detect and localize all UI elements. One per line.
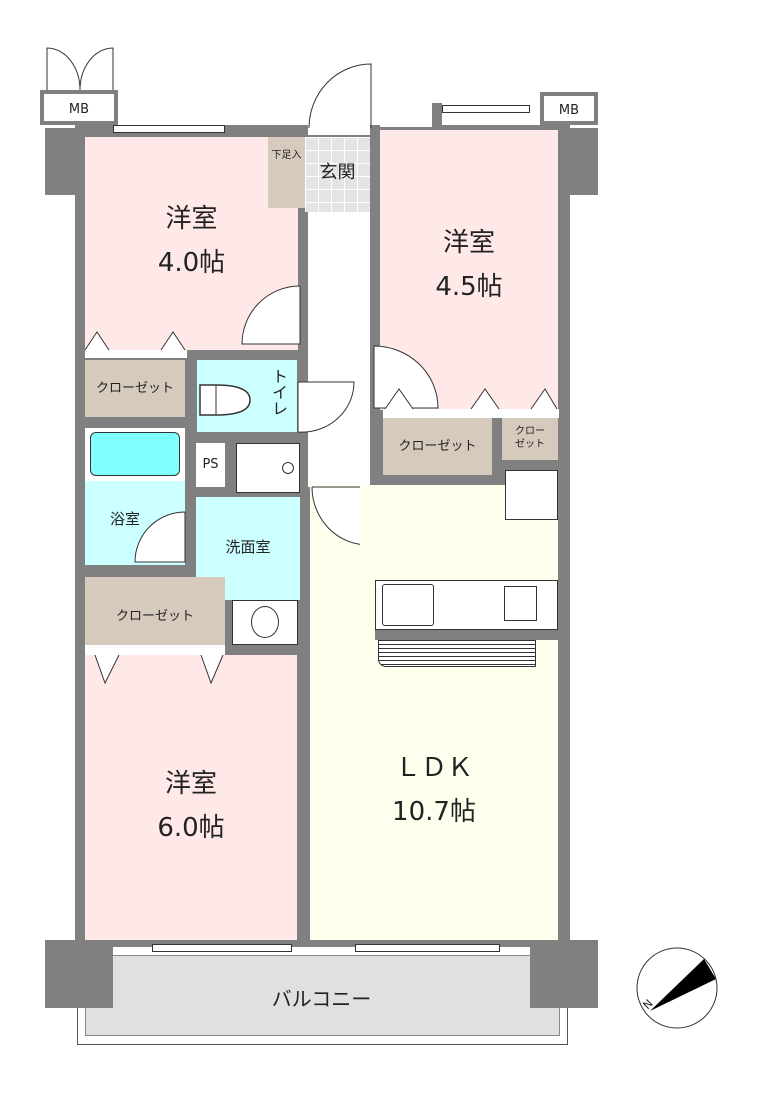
closet-door-icon[interactable] — [85, 645, 225, 690]
shoe-storage: 下足入 — [268, 137, 305, 208]
meter-box-right: MB — [540, 92, 598, 125]
hallway — [308, 212, 370, 487]
pillar — [45, 940, 113, 1008]
room-name: 洋室 — [164, 769, 217, 799]
closet: クローゼット — [85, 577, 225, 645]
closet: クローゼット — [383, 418, 492, 475]
sink-icon — [382, 584, 434, 626]
kitchen-counter — [375, 580, 558, 630]
window — [355, 944, 500, 952]
room-size: 10.7帖 — [392, 797, 476, 827]
room-size: 4.0帖 — [157, 248, 226, 278]
window — [442, 105, 530, 113]
closet-door-icon[interactable] — [383, 385, 559, 418]
ldk — [310, 485, 558, 940]
bathtub-icon — [90, 432, 180, 476]
bathroom-label: 浴室 — [109, 510, 140, 528]
pillar — [530, 940, 598, 1008]
entrance-label: 玄関 — [319, 162, 356, 183]
small-closet: クロー ゼット — [502, 418, 558, 460]
door-swing-icon[interactable] — [240, 284, 302, 346]
entrance-floor — [305, 137, 370, 212]
door-swing-icon[interactable] — [296, 380, 358, 435]
door-swing-icon[interactable] — [372, 344, 442, 410]
front-door-swing-icon[interactable] — [305, 60, 375, 130]
front-door-opening — [308, 120, 370, 135]
stove-icon — [504, 586, 537, 621]
window — [152, 944, 292, 952]
mb-door-swing-icon — [46, 47, 114, 91]
closet-door-icon[interactable] — [85, 328, 187, 360]
room-name: 洋室 — [165, 204, 218, 234]
wall-notch — [380, 100, 440, 127]
room-size: 6.0帖 — [157, 813, 225, 843]
door-swing-icon[interactable] — [310, 485, 360, 547]
washroom-label: 洗面室 — [225, 538, 271, 556]
compass-north-icon — [636, 947, 718, 1029]
balcony — [85, 955, 560, 1036]
meter-box-left: MB — [40, 90, 118, 125]
toilet-label: トイレ — [269, 368, 288, 416]
washbasin-icon — [232, 600, 298, 645]
wall — [432, 103, 442, 128]
room-size: 4.5帖 — [435, 272, 503, 302]
range-hood-icon — [378, 640, 536, 667]
refrigerator-space — [505, 470, 558, 520]
western-room-6-0 — [85, 655, 297, 940]
closet: クローゼット — [85, 360, 185, 417]
toilet-icon — [199, 384, 251, 416]
door-swing-icon[interactable] — [133, 510, 188, 565]
room-name: ＬＤＫ — [394, 753, 473, 783]
pipe-space: PS — [196, 443, 225, 487]
room-name: 洋室 — [442, 228, 495, 258]
washing-machine-space — [236, 443, 300, 493]
window — [113, 125, 225, 133]
balcony-label: バルコニー — [271, 987, 372, 1011]
wall — [375, 630, 558, 640]
